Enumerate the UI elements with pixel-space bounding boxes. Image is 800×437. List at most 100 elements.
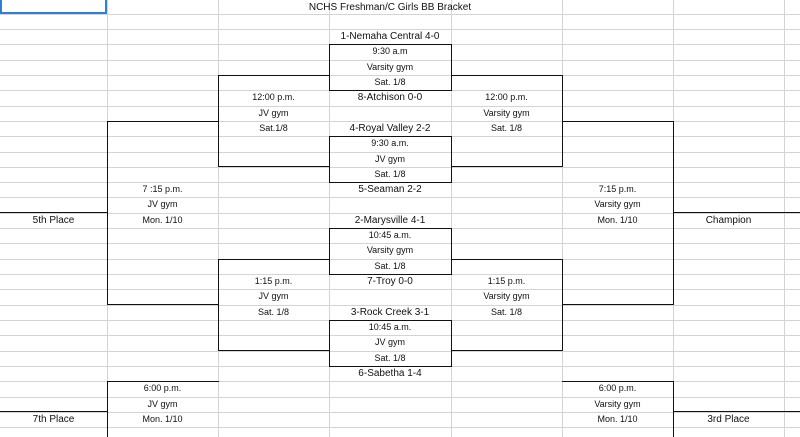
game-time: 9:30 a.m.: [371, 138, 409, 148]
gridline: [784, 0, 785, 437]
gridline: [0, 106, 800, 107]
bracket-title: NCHS Freshman/C Girls BB Bracket: [308, 2, 472, 13]
gridline: [0, 351, 800, 352]
bracket-line: [218, 166, 330, 167]
game-time: 6:00 p.m.: [598, 383, 637, 393]
game-time: 1:15 p.m.: [254, 276, 293, 286]
gridline: [0, 243, 800, 244]
gridline: [0, 121, 800, 122]
bracket-line: [329, 44, 452, 45]
game-date: Sat. 1/8: [374, 261, 406, 271]
bracket-line: [107, 121, 108, 305]
game-gym: Varsity gym: [483, 108, 530, 118]
game-date: Sat. 1/8: [374, 353, 406, 363]
game-time: 9:30 a.m: [372, 46, 408, 56]
game-time: 10:45 a.m.: [368, 230, 412, 240]
bracket-line: [329, 274, 452, 275]
bracket-line: [451, 44, 452, 91]
game-time: 7 :15 p.m.: [142, 184, 183, 194]
game-date: Sat. 1/8: [490, 123, 523, 133]
gridline: [0, 335, 800, 336]
gridline: [0, 289, 800, 290]
selected-cell[interactable]: [0, 0, 107, 14]
bracket-line: [329, 90, 452, 91]
team-label: 7-Troy 0-0: [367, 276, 413, 287]
gridline: [0, 75, 800, 76]
game-gym: JV gym: [374, 337, 405, 347]
bracket-line: [107, 121, 219, 122]
game-date: Sat. 1/8: [490, 307, 523, 317]
game-date: Sat.1/8: [259, 123, 288, 133]
bracket-line: [562, 304, 674, 305]
bracket-line: [451, 259, 563, 260]
bracket-line: [673, 381, 674, 437]
gridline: [218, 0, 219, 437]
team-label: 1-Nemaha Central 4-0: [340, 31, 440, 42]
gridline: [0, 397, 800, 398]
bracket-line: [673, 121, 674, 305]
gridline: [0, 14, 800, 15]
game-date: Mon. 1/10: [142, 215, 183, 225]
game-date: Sat. 1/8: [374, 169, 406, 179]
bracket-line: [329, 366, 452, 367]
bracket-line: [218, 350, 330, 351]
gridline: [0, 29, 800, 30]
bracket-line: [329, 136, 452, 137]
bracket-line: [562, 121, 674, 122]
gridline: [0, 427, 800, 428]
game-date: Mon. 1/10: [597, 215, 638, 225]
bracket-line: [218, 259, 219, 351]
game-date: Sat. 1/8: [257, 307, 290, 317]
bracket-line: [451, 350, 563, 351]
gridline: [0, 152, 800, 153]
bracket-line: [451, 228, 452, 275]
team-label: 5-Seaman 2-2: [358, 184, 422, 195]
bracket-line: [451, 75, 563, 76]
bracket-line: [329, 320, 330, 367]
bracket-line: [0, 411, 108, 412]
gridline: [0, 213, 800, 214]
game-gym: JV gym: [258, 108, 289, 118]
game-time: 6:00 p.m.: [143, 383, 182, 393]
bracket-line: [329, 228, 452, 229]
gridline: [0, 305, 800, 306]
game-gym: Varsity gym: [483, 291, 530, 301]
gridline: [0, 259, 800, 260]
game-date: Sat. 1/8: [374, 77, 406, 87]
game-gym: Varsity gym: [594, 199, 641, 209]
bracket-line: [673, 411, 800, 412]
place-label-seventh: 7th Place: [32, 414, 75, 425]
gridline: [0, 167, 800, 168]
gridline: [0, 412, 800, 413]
bracket-line: [218, 75, 330, 76]
game-time: 1:15 p.m.: [487, 276, 526, 286]
team-label: 2-Marysville 4-1: [354, 215, 426, 226]
team-label: 3-Rock Creek 3-1: [350, 307, 430, 318]
gridline: [329, 0, 330, 437]
game-date: Mon. 1/10: [597, 414, 638, 424]
game-time: 7:15 p.m.: [598, 184, 637, 194]
bracket-line: [562, 381, 674, 382]
game-gym: Varsity gym: [366, 245, 414, 255]
bracket-line: [451, 320, 452, 367]
bracket-line: [562, 259, 563, 351]
team-label: 4-Royal Valley 2-2: [349, 123, 431, 134]
bracket-line: [107, 381, 219, 382]
gridline: [451, 0, 452, 437]
bracket-line: [107, 304, 219, 305]
bracket-line: [329, 182, 452, 183]
game-gym: JV gym: [258, 291, 289, 301]
place-label-champion: Champion: [705, 215, 752, 226]
bracket-line: [451, 136, 452, 183]
bracket-line: [218, 259, 330, 260]
bracket-line: [451, 166, 563, 167]
gridline: [562, 0, 563, 437]
game-time: 10:45 a.m.: [368, 322, 412, 332]
game-date: Mon. 1/10: [142, 414, 183, 424]
game-gym: JV gym: [147, 399, 178, 409]
bracket-line: [673, 212, 800, 213]
gridline: [0, 381, 800, 382]
bracket-line: [329, 136, 330, 183]
gridline: [0, 60, 800, 61]
